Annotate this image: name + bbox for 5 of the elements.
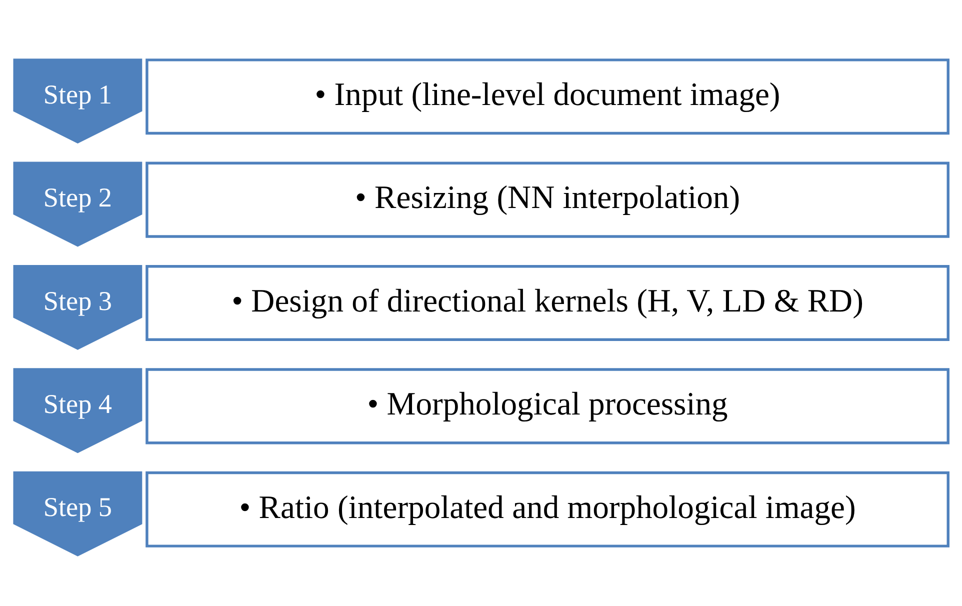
node-box: • Resizing (NN interpolation): [146, 162, 950, 238]
node-box: • Design of directional kernels (H, V, LD & RD): [146, 264, 950, 342]
node-box: • Ratio (interpolated and morphological image): [146, 471, 950, 548]
node-box: • Morphological processing: [146, 368, 950, 444]
node-box: • Input (line-level document image): [146, 58, 950, 135]
